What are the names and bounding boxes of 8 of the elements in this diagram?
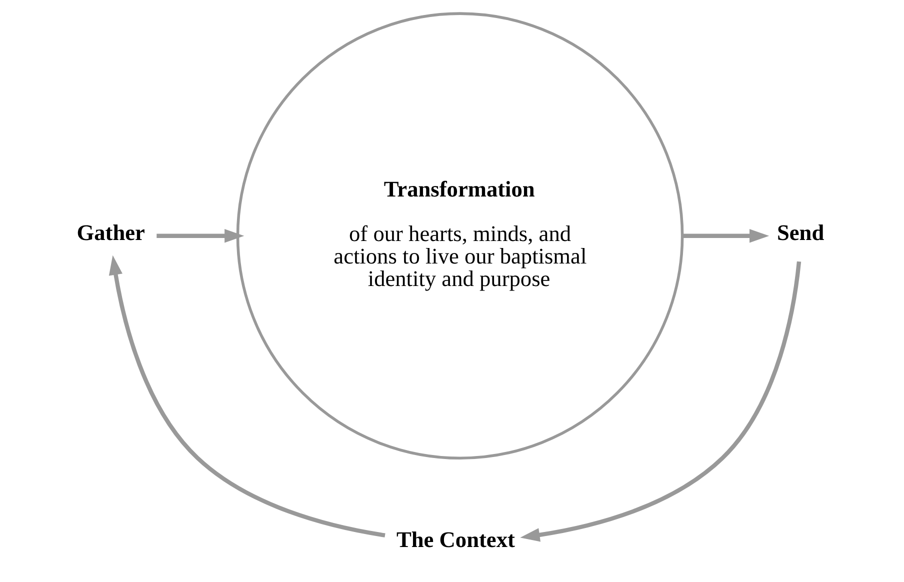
arrow <box>108 255 386 538</box>
arrow <box>682 228 770 243</box>
node-text: The Context <box>396 527 515 552</box>
node-text: Send <box>776 220 824 245</box>
node-circle: Transformation of our hearts, minds, and actions to live our baptismal identity and purpose <box>236 12 684 460</box>
arrow <box>520 261 802 542</box>
node-text: Gather <box>76 220 145 245</box>
arrow <box>156 228 244 243</box>
